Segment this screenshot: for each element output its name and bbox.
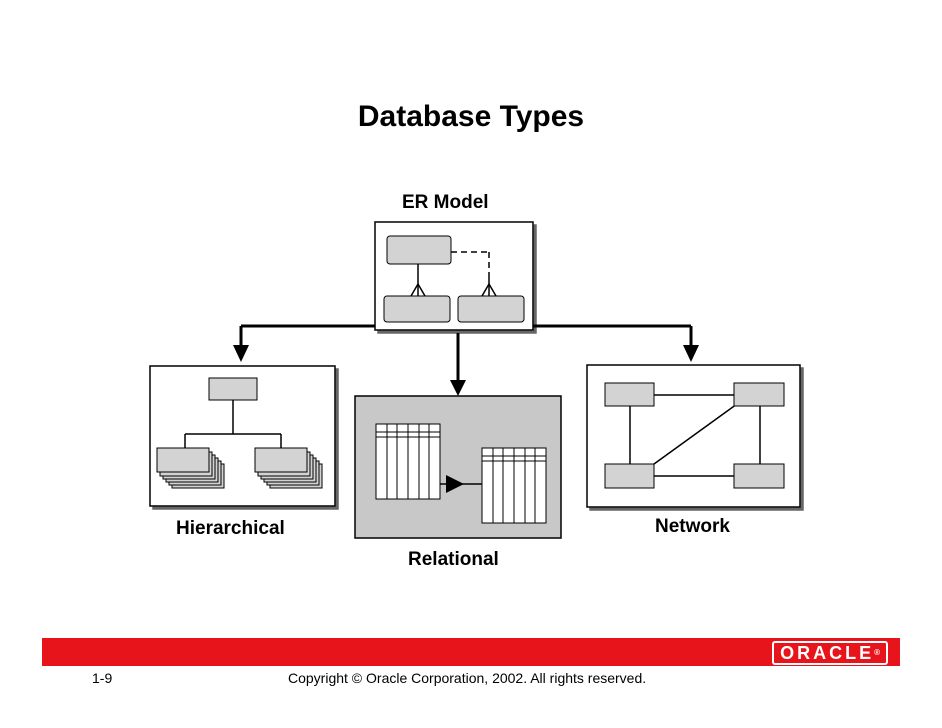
relational-link-arrow bbox=[446, 475, 464, 493]
hierarchical-label: Hierarchical bbox=[176, 518, 285, 539]
network-node-bottom-right bbox=[733, 463, 785, 489]
hierarchical-root-node bbox=[208, 377, 258, 401]
network-node-top-left bbox=[604, 382, 655, 407]
relational-panel bbox=[354, 395, 562, 539]
connector-arrows bbox=[239, 324, 693, 382]
er-entity-top bbox=[386, 235, 452, 265]
relational-label: Relational bbox=[408, 549, 499, 570]
er-entity-bottom-right bbox=[457, 295, 525, 323]
page-number: 1-9 bbox=[92, 670, 113, 686]
hierarchical-child-stack-left bbox=[156, 447, 225, 489]
network-node-top-right bbox=[733, 382, 785, 407]
oracle-logo-text: ORACLE bbox=[780, 643, 875, 663]
er-model-panel bbox=[374, 221, 534, 331]
network-panel bbox=[586, 364, 801, 508]
hierarchical-panel bbox=[149, 365, 336, 507]
relational-table-left bbox=[375, 423, 441, 500]
network-label: Network bbox=[655, 516, 730, 537]
er-entity-bottom-left bbox=[383, 295, 451, 323]
arrow-to-relational bbox=[450, 380, 466, 396]
oracle-logo: ORACLE® bbox=[772, 641, 888, 665]
copyright-notice: Copyright © Oracle Corporation, 2002. Al… bbox=[288, 670, 647, 686]
er-model-label: ER Model bbox=[402, 192, 489, 213]
hierarchical-child-stack-right bbox=[254, 447, 323, 489]
footer-bar: ORACLE® bbox=[42, 638, 900, 666]
relational-table-right bbox=[481, 447, 547, 524]
arrow-to-hierarchical bbox=[233, 345, 249, 362]
arrow-to-network bbox=[683, 345, 699, 362]
network-node-bottom-left bbox=[604, 463, 655, 489]
slide-title: Database Types bbox=[357, 100, 585, 133]
